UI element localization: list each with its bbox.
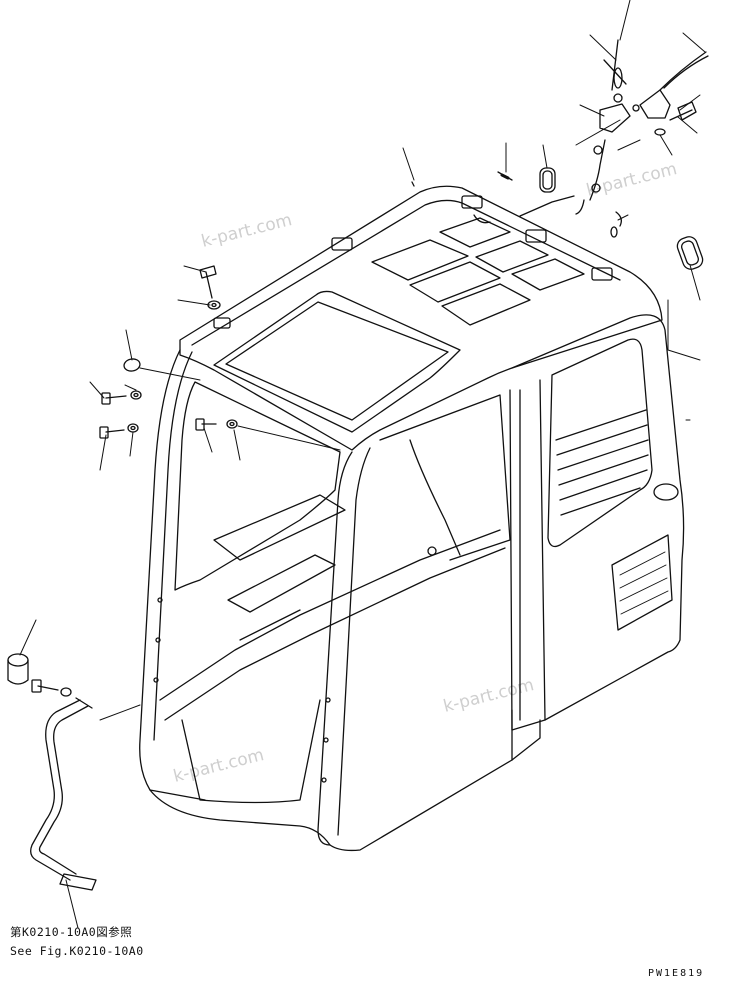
roof-seal-large	[676, 236, 704, 270]
interior-rear-wall	[379, 394, 511, 561]
antenna-parts	[411, 39, 709, 238]
door-handle	[653, 483, 679, 501]
grommet	[123, 358, 141, 372]
watermark-text-3: k-part.com	[441, 675, 536, 717]
callout-lines[interactable]	[19, 0, 706, 929]
roof-seal-small	[539, 167, 556, 193]
cab-roof-outline	[179, 185, 663, 451]
skylight-inner	[225, 301, 449, 421]
handrail-bolt	[31, 679, 72, 697]
reference-note-japanese: 第K0210-10A0図参照	[10, 925, 133, 939]
door-window	[547, 338, 653, 548]
bolt-set-mid	[195, 418, 238, 431]
roof-mounts	[213, 195, 613, 329]
floor-frame	[181, 699, 321, 804]
watermark-group: k-part.com k-part.com k-part.com k-part.…	[171, 159, 679, 787]
cab-assembly	[139, 185, 685, 852]
handrail-cap	[7, 653, 29, 685]
watermark-text-4: k-part.com	[171, 745, 266, 787]
roof-panels	[371, 217, 585, 326]
watermark-text-2: k-part.com	[584, 159, 679, 201]
handrail	[30, 697, 97, 891]
door-window-grille	[555, 409, 649, 516]
figure-code: PW1E819	[648, 968, 705, 979]
bolt-set-left-1	[101, 390, 142, 405]
skylight-window	[213, 290, 461, 433]
lower-front-frame	[149, 759, 513, 852]
cab-right-side-panel	[509, 314, 685, 731]
bolt-set-upper	[199, 265, 221, 310]
reference-note-english: See Fig.K0210-10A0	[10, 944, 144, 958]
pillar-rivets	[153, 597, 331, 783]
watermark-text-1: k-part.com	[199, 210, 294, 252]
front-window	[174, 381, 341, 591]
front-right-pillar	[317, 451, 353, 846]
side-vent	[611, 534, 673, 631]
front-left-pillar	[139, 349, 206, 801]
